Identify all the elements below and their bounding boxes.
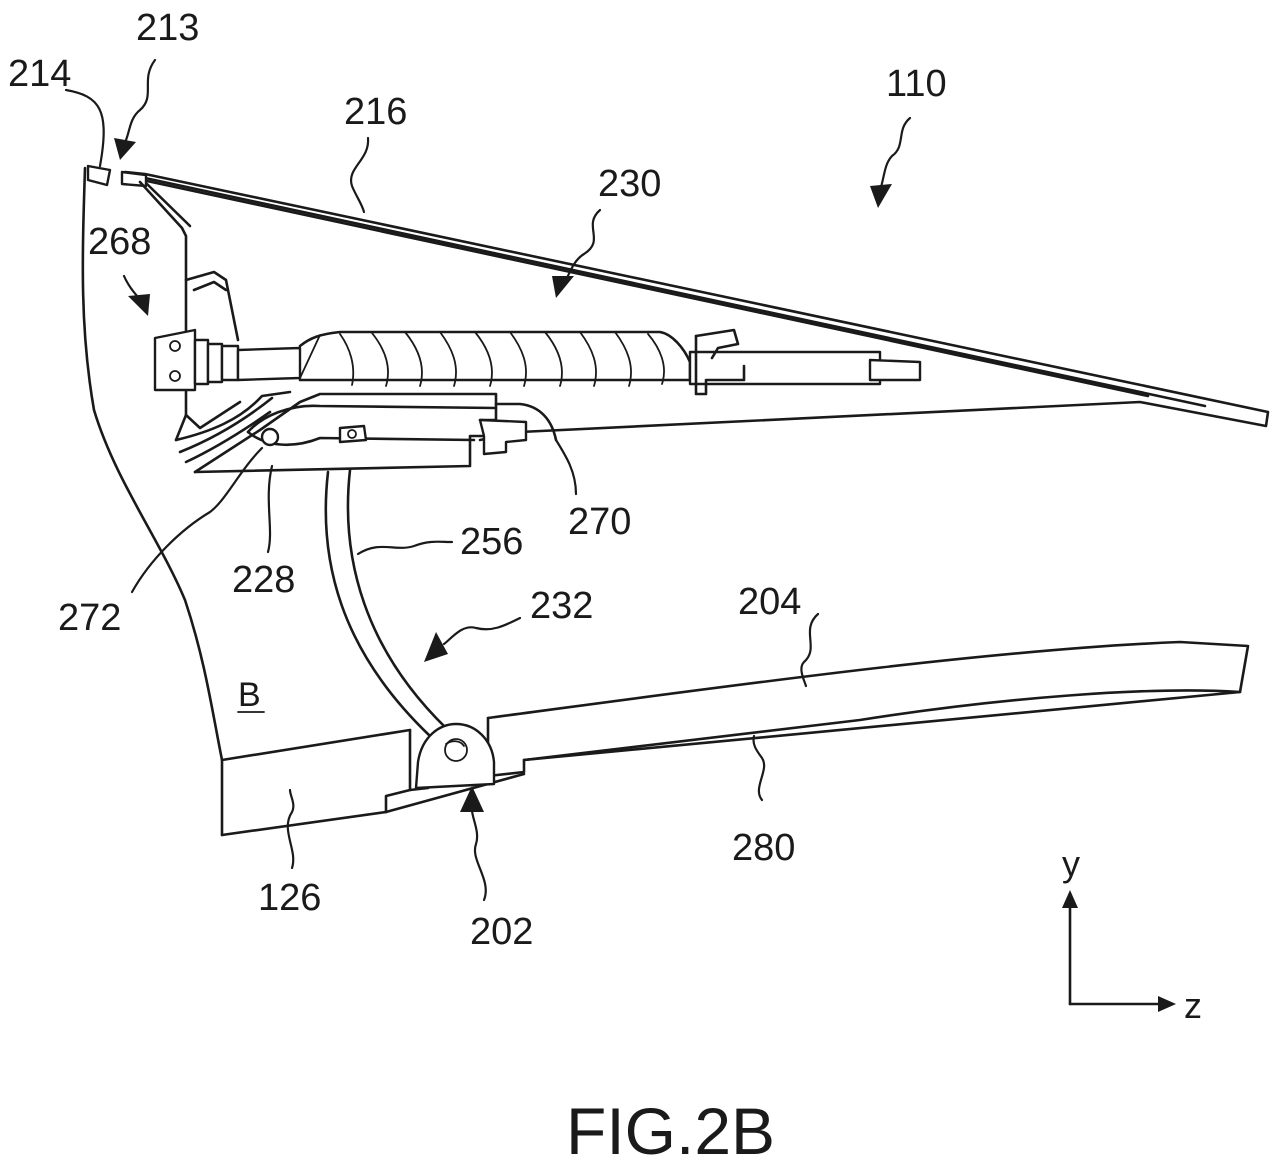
ref-230: 230 (598, 163, 661, 205)
ref-216: 216 (344, 91, 407, 133)
ref-126: 126 (258, 877, 321, 919)
ref-202: 202 (470, 911, 533, 953)
region-b-text: B (238, 676, 261, 714)
ref-270: 270 (568, 501, 631, 543)
ref-213: 213 (136, 7, 199, 49)
ref-280: 280 (732, 827, 795, 869)
ref-256: 256 (460, 521, 523, 563)
figure-caption: FIG.2B (566, 1094, 775, 1168)
bracket-assembly-268 (140, 182, 240, 440)
ref-204: 204 (738, 581, 801, 623)
left-boundary-wall (83, 166, 222, 835)
ref-268: 268 (88, 221, 151, 263)
z-axis-arrowhead (1158, 996, 1176, 1012)
region-label-b: B (238, 676, 264, 714)
y-axis-arrowhead (1062, 890, 1078, 908)
ref-214: 214 (8, 53, 71, 95)
drive-link-256 (326, 470, 446, 736)
ref-232: 232 (530, 585, 593, 627)
y-axis-label: y (1062, 843, 1080, 884)
link-assembly-228 (176, 392, 556, 472)
ref-228: 228 (232, 559, 295, 601)
coordinate-axes: y z (1062, 843, 1202, 1026)
ref-272: 272 (58, 597, 121, 639)
ref-110: 110 (886, 63, 947, 105)
actuator-230 (155, 330, 920, 394)
upper-cowl-216 (125, 172, 1268, 440)
z-axis-label: z (1184, 985, 1202, 1026)
